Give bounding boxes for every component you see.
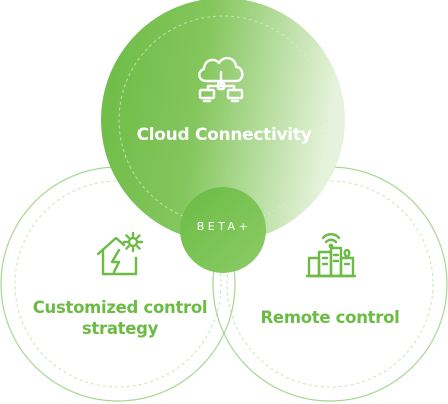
customized-control-strategy-label: Customized control strategy xyxy=(32,298,208,339)
smart-city-signal-icon xyxy=(305,233,357,278)
brand-logo: BETA+ xyxy=(196,220,252,233)
center-circle xyxy=(180,187,266,273)
cloud-connectivity-label: Cloud Connectivity xyxy=(136,125,312,145)
smart-home-gear-icon xyxy=(96,231,144,276)
top-circle xyxy=(101,0,345,242)
right-circle-dashed xyxy=(226,180,434,388)
remote-control-label: Remote control xyxy=(260,308,400,327)
left-circle-dashed xyxy=(14,180,222,388)
cloud-network-icon xyxy=(198,56,244,103)
